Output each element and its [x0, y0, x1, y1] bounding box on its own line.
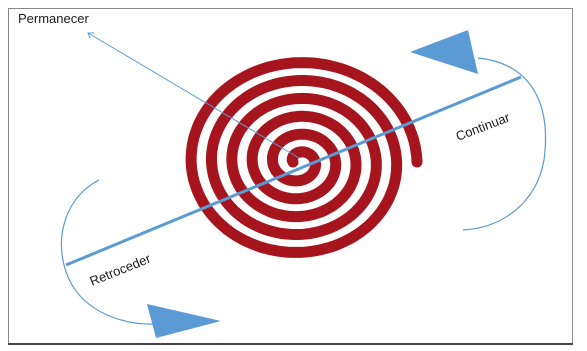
retreat-loop-curve [61, 180, 167, 324]
retreat-triangle [147, 304, 221, 338]
stay-label: Permanecer [18, 11, 89, 26]
spiral-target [159, 51, 439, 275]
continue-triangle [410, 30, 478, 74]
continue-label: Continuar [454, 109, 513, 143]
retreat-label: Retroceder [88, 251, 154, 289]
